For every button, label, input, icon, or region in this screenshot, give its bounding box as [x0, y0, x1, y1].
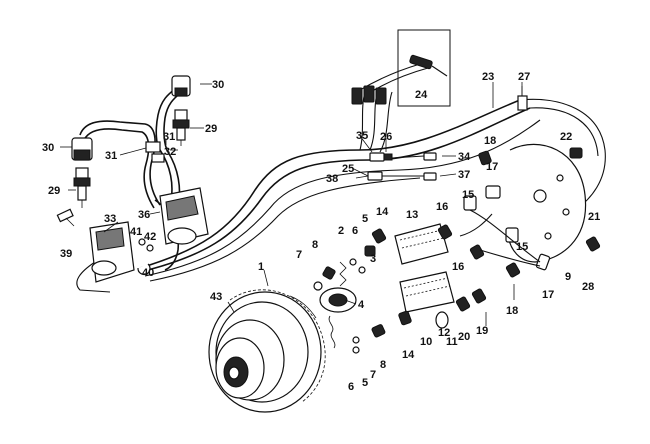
- callout-30: 30: [42, 142, 54, 154]
- callout-39: 39: [60, 248, 72, 260]
- spring-clip: [328, 261, 347, 349]
- wire-junction: [145, 141, 165, 163]
- voltage-regulator-lower: [399, 271, 455, 313]
- callout-7: 7: [296, 249, 302, 261]
- callout-6: 6: [348, 381, 354, 393]
- callout-24: 24: [415, 89, 428, 101]
- callout-7: 7: [370, 369, 376, 381]
- coil-mount-screw: [56, 208, 75, 227]
- callout-30: 30: [212, 79, 224, 91]
- coil-washers: [137, 238, 154, 276]
- fasteners: [313, 147, 601, 354]
- callout-3: 3: [370, 253, 376, 265]
- callout-32: 32: [164, 146, 176, 158]
- callout-16: 16: [452, 261, 464, 273]
- spark-plug-cap-left: [71, 137, 93, 161]
- pulser-coil: [319, 287, 357, 313]
- callout-23: 23: [482, 71, 494, 83]
- callout-15: 15: [516, 241, 528, 253]
- callout-22: 22: [560, 131, 572, 143]
- callout-40: 40: [142, 267, 154, 279]
- callout-43: 43: [210, 291, 222, 303]
- callout-12: 12: [438, 327, 450, 339]
- callout-14: 14: [376, 206, 389, 218]
- callout-29: 29: [205, 123, 217, 135]
- callout-33: 33: [104, 213, 116, 225]
- ignition-coil-lower: [89, 221, 135, 283]
- callout-42: 42: [144, 231, 156, 243]
- callout-4: 4: [358, 299, 365, 311]
- callout-8: 8: [312, 239, 318, 251]
- callout-28: 28: [582, 281, 594, 293]
- callout-25: 25: [342, 163, 354, 175]
- callout-labels: 30 29 30 29 31 31 32 33 36 39 41 42 40 2…: [42, 71, 600, 393]
- callout-1: 1: [258, 261, 264, 273]
- callout-36: 36: [138, 209, 150, 221]
- callout-18: 18: [484, 135, 496, 147]
- callout-11: 11: [446, 336, 458, 348]
- callout-16: 16: [436, 201, 448, 213]
- callout-38: 38: [326, 173, 338, 185]
- harness-connectors: [367, 152, 437, 181]
- callout-27: 27: [518, 71, 530, 83]
- callout-41: 41: [130, 226, 142, 238]
- callout-21: 21: [588, 211, 600, 223]
- harness-connector-inset: [351, 29, 451, 107]
- spark-plug-left: [73, 167, 91, 208]
- callout-13: 13: [406, 209, 418, 221]
- spark-plug-upper: [172, 109, 190, 146]
- callout-18: 18: [506, 305, 518, 317]
- callout-17: 17: [486, 161, 498, 173]
- callout-5: 5: [362, 213, 368, 225]
- main-wire-harness: [139, 89, 606, 282]
- callout-26: 26: [380, 131, 392, 143]
- callout-37: 37: [458, 169, 470, 181]
- ignition-coil-upper: [159, 187, 209, 245]
- callout-2: 2: [338, 225, 344, 237]
- voltage-regulator-upper: [394, 223, 449, 265]
- callout-19: 19: [476, 325, 488, 337]
- callout-34: 34: [458, 151, 471, 163]
- callout-14: 14: [402, 349, 415, 361]
- callout-31: 31: [163, 131, 175, 143]
- flywheel-assembly: [208, 289, 326, 413]
- callout-29: 29: [48, 185, 60, 197]
- stator-plate: [507, 143, 587, 263]
- callout-5: 5: [362, 377, 368, 389]
- callout-35: 35: [356, 130, 368, 142]
- callout-31: 31: [105, 150, 117, 162]
- callout-20: 20: [458, 331, 470, 343]
- callout-9: 9: [565, 271, 571, 283]
- callout-6: 6: [352, 225, 358, 237]
- callout-8: 8: [380, 359, 386, 371]
- spark-plug-cap-upper: [171, 75, 191, 97]
- leader-lines: [60, 82, 523, 326]
- harness-clip: [517, 86, 528, 111]
- callout-15: 15: [462, 189, 474, 201]
- ring-gear-teeth: [229, 289, 326, 403]
- callout-10: 10: [420, 336, 432, 348]
- callout-17: 17: [542, 289, 554, 301]
